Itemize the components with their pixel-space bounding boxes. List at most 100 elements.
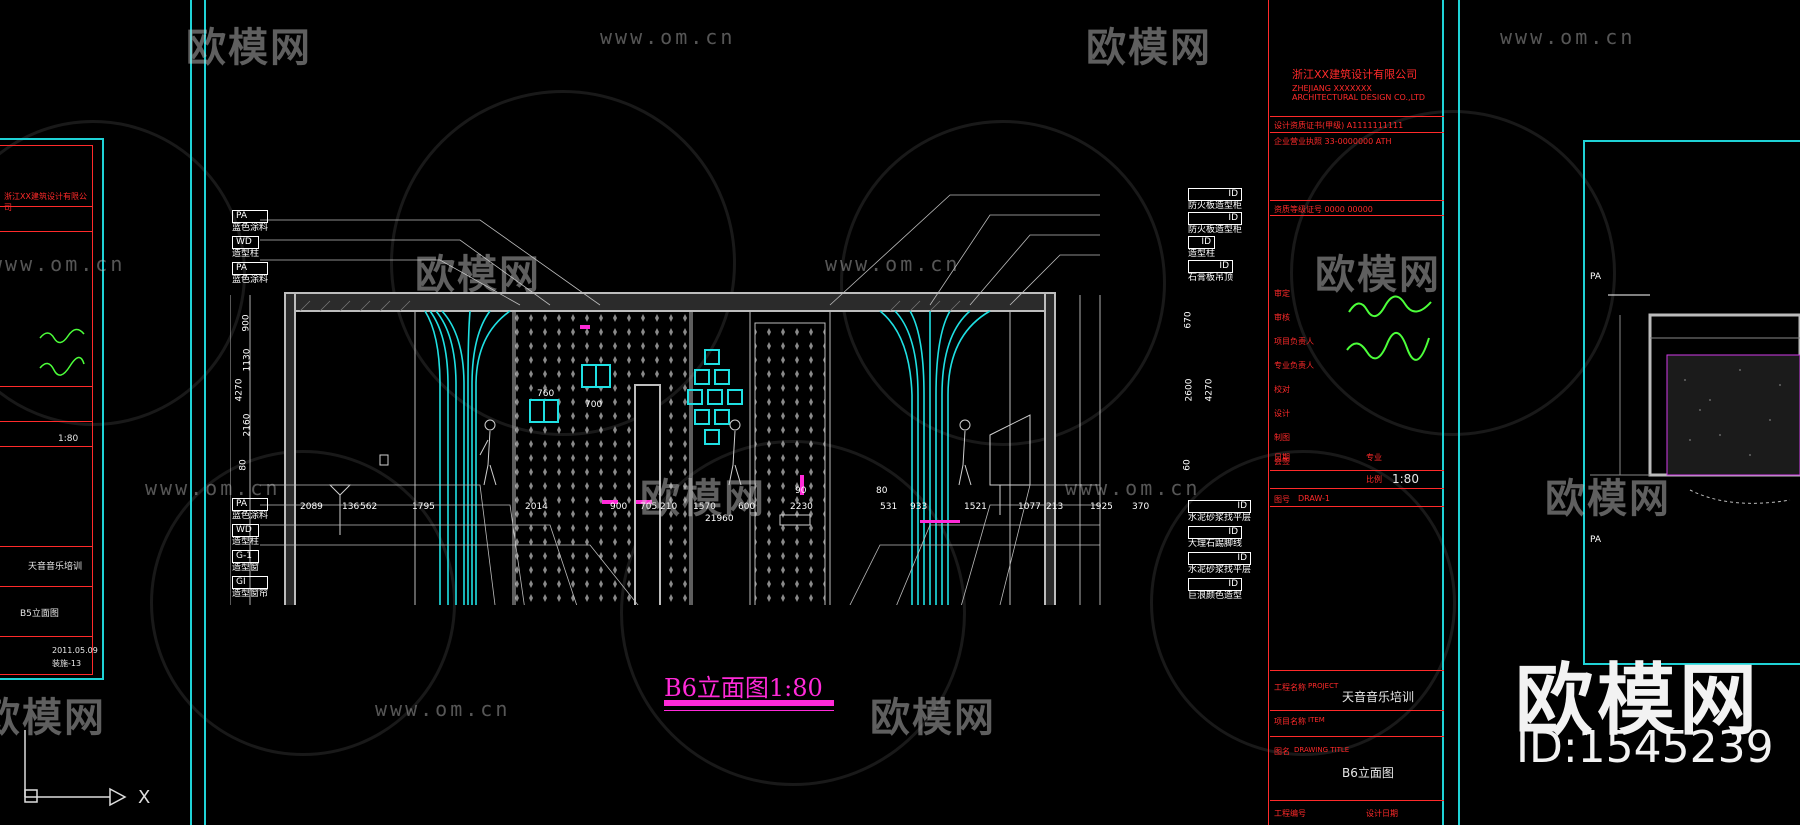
no-label: 工程编号 <box>1274 809 1306 818</box>
project-name: 天音音乐培训 <box>1342 690 1415 704</box>
watermark-logo: 欧模网 <box>870 695 996 741</box>
dim-bottom: 2089 <box>300 502 323 512</box>
right-sheet-inner-frame <box>1583 140 1800 665</box>
dim-bottom: 531 <box>880 502 898 512</box>
dim-bottom: 1570 <box>693 502 716 512</box>
project-label: 工程名称 <box>1274 683 1306 692</box>
watermark-id: ID:1545239 <box>1516 722 1774 773</box>
drawing-title: B6立面图1:80 <box>664 674 823 702</box>
right-sheet-tag: PA <box>1590 272 1602 282</box>
dim-total: 21960 <box>705 514 734 524</box>
cert-line: 设计资质证书(甲级) A1111111111 <box>1274 121 1404 130</box>
watermark-logo: 欧模网 <box>415 252 541 298</box>
right-sheet-elevation <box>1590 294 1800 504</box>
watermark-big-logo: 欧模网 <box>1515 656 1762 746</box>
dim-right: 60 <box>1182 459 1193 471</box>
reg-line: 资质等级证号 0000 00000 <box>1274 205 1373 214</box>
watermark-logo: 欧模网 <box>640 476 766 522</box>
dim-left: 4270 <box>234 378 245 402</box>
dim-bottom: 705 <box>640 502 658 512</box>
watermark-url: www.om.cn <box>1500 25 1636 49</box>
drawing-title-underline-thin <box>664 710 834 711</box>
dim-bottom: 600 <box>738 502 756 512</box>
watermark-logo: 欧模网 <box>1086 25 1212 71</box>
watermark-url: www.om.cn <box>375 697 511 721</box>
watermark-url: www.om.cn <box>145 476 281 500</box>
ucs-x-label: X <box>138 787 151 808</box>
item-label: 项目名称 <box>1274 717 1306 726</box>
watermark-logo: 欧模网 <box>1545 476 1671 522</box>
tb-row-label: 审定 <box>1274 289 1290 298</box>
dim-left: 2160 <box>242 413 253 437</box>
left-sheet-scale: 1:80 <box>58 434 79 444</box>
company-name: 浙江XX建筑设计有限公司 <box>1292 68 1418 81</box>
right-sheet-tag: PA <box>1590 535 1602 545</box>
dim-bottom: 210 <box>660 502 678 512</box>
date-label: 设计日期 <box>1366 809 1398 818</box>
tb-row-label: 项目负责人 <box>1274 337 1314 346</box>
left-sheet-date: 2011.05.09 <box>52 646 98 655</box>
left-sheet-title-block: 浙江XX建筑设计有限公司 1:80 天音音乐培训 B5立面图 2011.05.0… <box>0 145 98 675</box>
tb-row-label: 校对 <box>1274 385 1290 394</box>
drawing-label: 图名 <box>1274 747 1290 756</box>
signature-mark <box>39 328 85 376</box>
dim-bottom: 2014 <box>525 502 548 512</box>
drawing-name: B6立面图 <box>1342 766 1394 780</box>
tb-row-label: 审核 <box>1274 313 1290 322</box>
company-name-en: ZHEJIANG XXXXXXX ARCHITECTURAL DESIGN CO… <box>1292 84 1425 102</box>
left-sheet-title-frame <box>0 138 104 680</box>
tb-row-label: 专业负责人 <box>1274 361 1314 370</box>
cert-line: 企业营业执照 33-0000000 ATH <box>1274 137 1392 146</box>
dim-internal: 700 <box>585 400 603 410</box>
left-sheet-outer-frame <box>0 0 192 825</box>
watermark-url: www.om.cn <box>0 252 126 276</box>
watermark-circle <box>840 120 1166 446</box>
title-block: 浙江XX建筑设计有限公司 ZHEJIANG XXXXXXX ARCHITECTU… <box>1270 0 1444 825</box>
watermark-circle <box>1150 450 1456 756</box>
left-sheet-company: 浙江XX建筑设计有限公司 <box>4 192 87 212</box>
right-sheet-outer-frame <box>1458 0 1800 825</box>
left-sheet-drawing: B5立面图 <box>20 609 59 619</box>
ucs-icon <box>24 730 127 807</box>
dim-bottom: 933 <box>910 502 928 512</box>
dim-left: 1130 <box>242 348 253 372</box>
dim-left: 900 <box>241 314 252 332</box>
dim-bottom: 2230 <box>790 502 813 512</box>
dim-internal: 90 <box>795 486 807 496</box>
scale-label: 比例 <box>1366 475 1382 484</box>
tb-row-label: 设计 <box>1274 409 1290 418</box>
project-sub: PROJECT <box>1308 682 1339 690</box>
signature-mark <box>1346 295 1432 361</box>
dim-internal: 80 <box>876 486 888 496</box>
dim-bottom: 213 <box>1046 502 1064 512</box>
dim-bottom: 900 <box>610 502 628 512</box>
dim-bottom: 136 <box>342 502 360 512</box>
left-sheet-sheet-no: 装施-13 <box>52 659 82 668</box>
dim-bottom: 1795 <box>412 502 435 512</box>
drawing-title-underline <box>664 700 834 706</box>
main-sheet-frame <box>204 0 1444 825</box>
dim-bottom: 1925 <box>1090 502 1113 512</box>
dim-bottom: 562 <box>360 502 378 512</box>
tb-row-label: 制图 <box>1274 433 1290 442</box>
item-sub: ITEM <box>1308 716 1325 724</box>
tb-col-label: 专业 <box>1366 453 1382 462</box>
dim-bottom: 1521 <box>964 502 987 512</box>
dim-right: 670 <box>1183 311 1194 329</box>
watermark-logo: 欧模网 <box>1315 252 1441 298</box>
watermark-url: www.om.cn <box>600 25 736 49</box>
dim-bottom: 1077 <box>1018 502 1041 512</box>
sheet-value: DRAW-1 <box>1298 494 1330 503</box>
tb-col-label: 日期 <box>1274 453 1290 462</box>
